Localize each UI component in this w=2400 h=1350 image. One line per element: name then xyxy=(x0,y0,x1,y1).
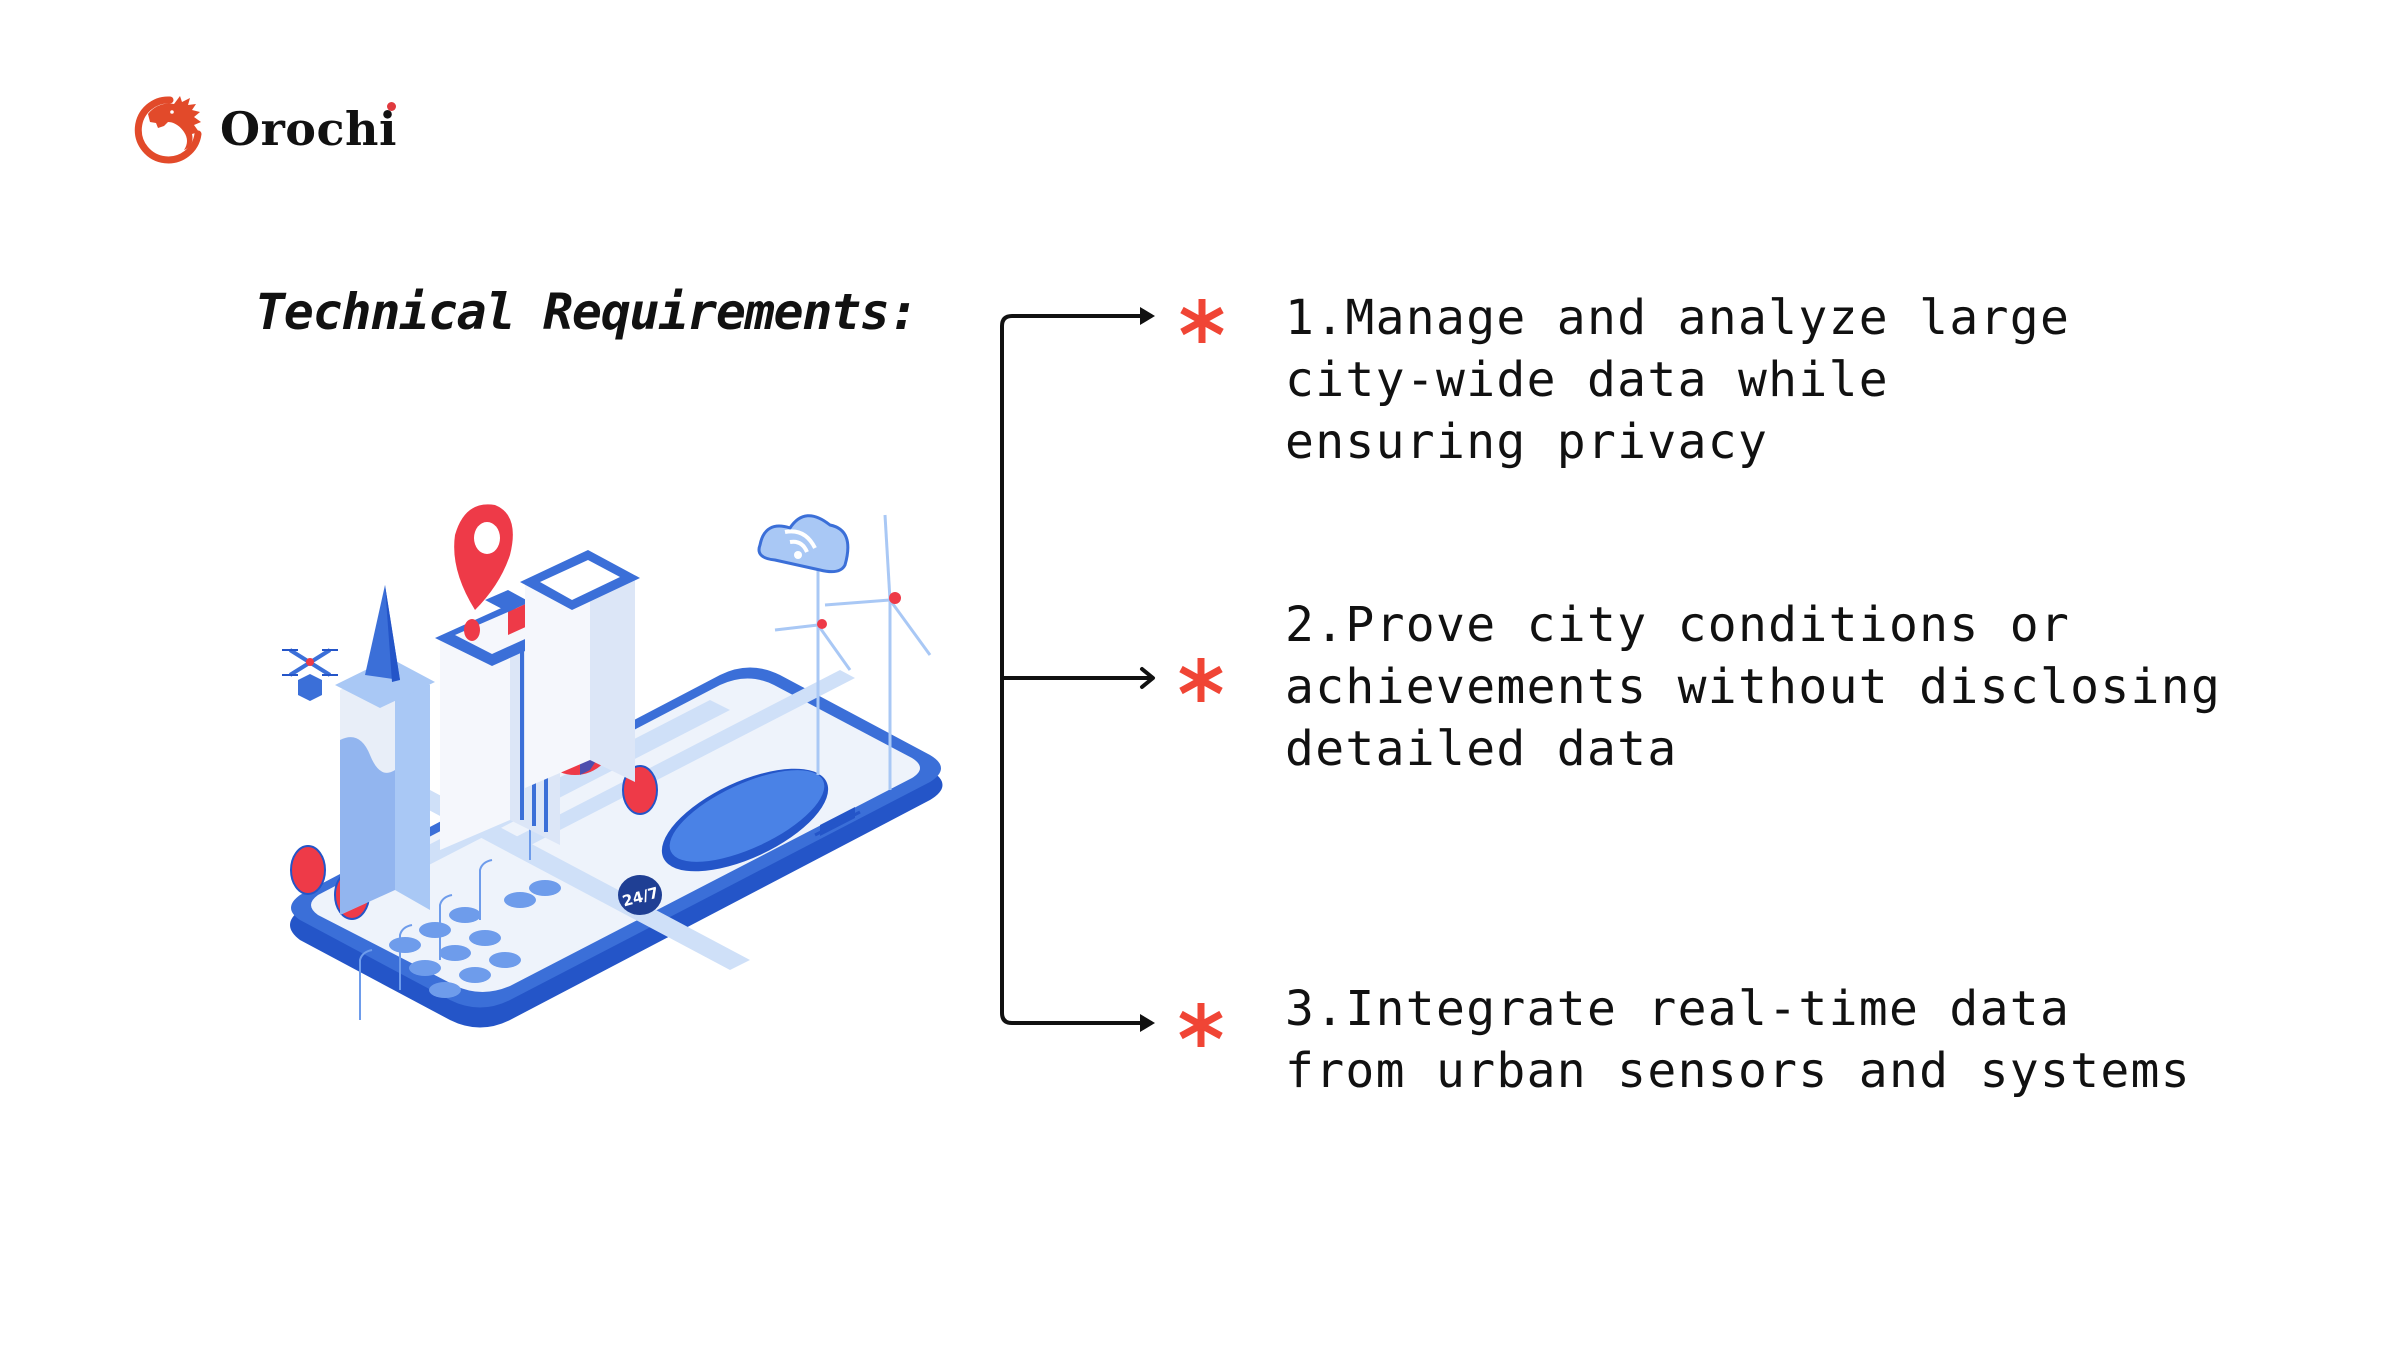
asterisk-icon xyxy=(1179,658,1223,702)
spire-tower xyxy=(335,585,435,915)
section-heading: Technical Requirements: xyxy=(255,283,919,341)
requirement-item-1: 1.Manage and analyze large city-wide dat… xyxy=(1285,287,2070,473)
requirement-item-3: 3.Integrate real-time data from urban se… xyxy=(1285,978,2191,1102)
requirement-text: Prove city conditions or achievements wi… xyxy=(1285,597,2222,777)
location-pin-icon xyxy=(454,504,513,641)
brand-name: Orochi xyxy=(220,102,397,156)
requirement-number: 1. xyxy=(1285,290,1346,346)
dragon-ring-logo-icon xyxy=(134,96,202,164)
hollow-top-tower xyxy=(520,550,640,788)
bench xyxy=(814,807,861,837)
requirement-item-2: 2.Prove city conditions or achievements … xyxy=(1285,594,2221,780)
arrowhead-bottom-icon xyxy=(1140,1014,1155,1032)
requirement-number: 3. xyxy=(1285,981,1346,1037)
bracket-connector xyxy=(1000,307,1155,1032)
arrowhead-middle-icon xyxy=(1140,667,1155,689)
bracket-line xyxy=(1000,314,1152,1025)
24-7-badge: 24/7 xyxy=(618,875,662,915)
logo-dot xyxy=(386,102,396,111)
wifi-cloud-icon xyxy=(757,514,850,574)
wind-turbines xyxy=(774,514,932,790)
pond xyxy=(661,768,829,872)
requirement-text: Manage and analyze large city-wide data … xyxy=(1285,290,2071,470)
asterisk-icon xyxy=(1180,299,1224,343)
parked-cars xyxy=(389,880,561,998)
drone-icon xyxy=(282,648,338,701)
requirement-text: Integrate real-time data from urban sens… xyxy=(1285,981,2191,1099)
arrowhead-top-icon xyxy=(1140,307,1155,325)
requirement-number: 2. xyxy=(1285,597,1346,653)
asterisk-icon xyxy=(1179,1003,1223,1047)
smart-city-illustration: 24/7 xyxy=(282,504,943,1028)
brand-logo: Orochi xyxy=(134,90,397,168)
